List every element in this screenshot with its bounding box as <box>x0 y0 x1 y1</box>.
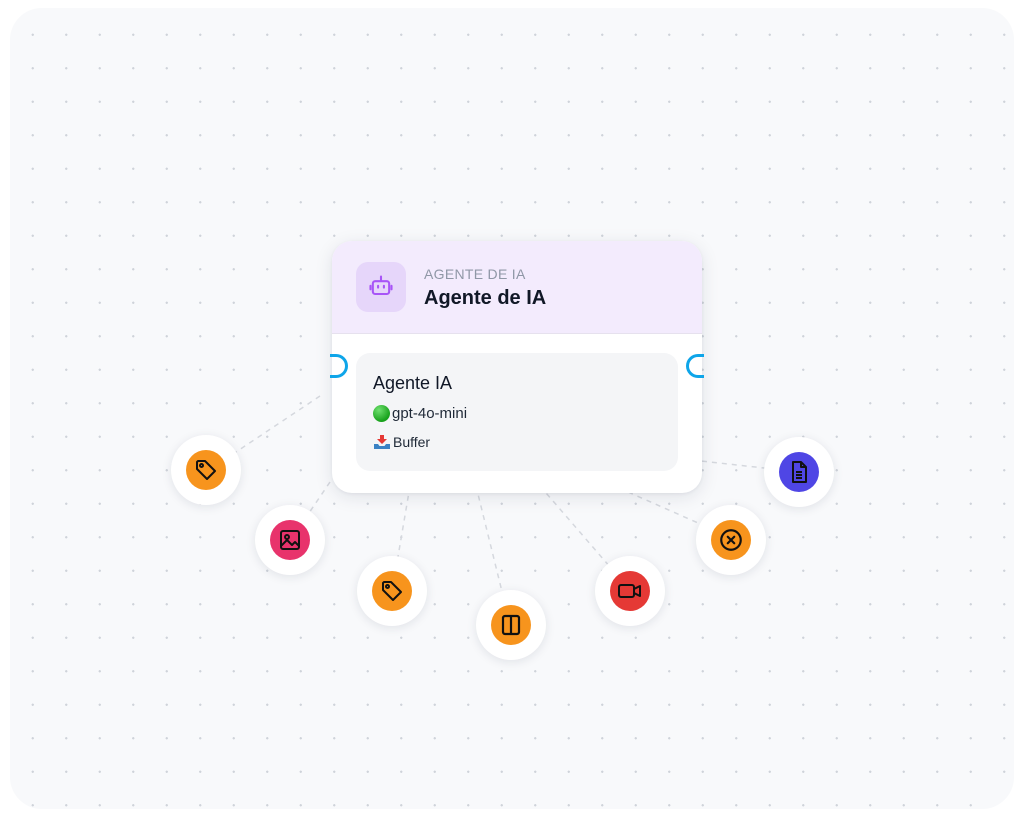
memory-name: Buffer <box>393 434 431 450</box>
columns-icon <box>501 614 521 636</box>
robot-icon <box>369 275 393 296</box>
memory-row: Buffer <box>373 434 430 450</box>
edge-tool-2 <box>291 481 331 539</box>
output-handle[interactable] <box>686 354 704 378</box>
image-icon <box>280 530 300 550</box>
tool-badge <box>270 520 310 560</box>
inbox-tray-icon <box>374 435 390 449</box>
tool-node-tag-2[interactable] <box>357 556 427 626</box>
tool-node-video[interactable] <box>595 556 665 626</box>
tag-icon <box>196 460 216 480</box>
model-row: gpt-4o-mini <box>373 405 467 422</box>
tool-node-image[interactable] <box>255 505 325 575</box>
tool-node-document[interactable] <box>764 437 834 507</box>
node-header: AGENTE DE IA Agente de IA <box>332 241 702 334</box>
agent-node[interactable]: AGENTE DE IA Agente de IA Agente IA gpt-… <box>330 241 704 493</box>
input-handle[interactable] <box>330 354 348 378</box>
tool-badge <box>372 571 412 611</box>
green-circle-icon <box>373 405 390 422</box>
tool-node-columns[interactable] <box>476 590 546 660</box>
node-title: Agente de IA <box>424 287 547 309</box>
agent-name: Agente IA <box>373 373 453 393</box>
model-name: gpt-4o-mini <box>392 405 468 422</box>
agent-details: Agente IA gpt-4o-mini Buffer <box>356 353 678 471</box>
close-circle-icon <box>720 529 742 551</box>
flow-canvas[interactable]: AGENTE DE IA Agente de IA Agente IA gpt-… <box>10 8 1014 809</box>
node-kind-label: AGENTE DE IA <box>424 266 526 282</box>
tool-node-tag[interactable] <box>171 435 241 505</box>
tool-badge <box>186 450 226 490</box>
tool-badge <box>779 452 819 492</box>
edge-tool-4 <box>475 485 511 625</box>
video-camera-icon <box>618 584 641 598</box>
tool-node-close[interactable] <box>696 505 766 575</box>
node-icon-box <box>356 262 406 312</box>
tool-badge <box>711 520 751 560</box>
edge-tool-3 <box>391 485 411 593</box>
document-icon <box>792 461 807 483</box>
tool-badge <box>491 605 531 645</box>
tool-badge <box>610 571 650 611</box>
tag-icon <box>382 581 402 601</box>
